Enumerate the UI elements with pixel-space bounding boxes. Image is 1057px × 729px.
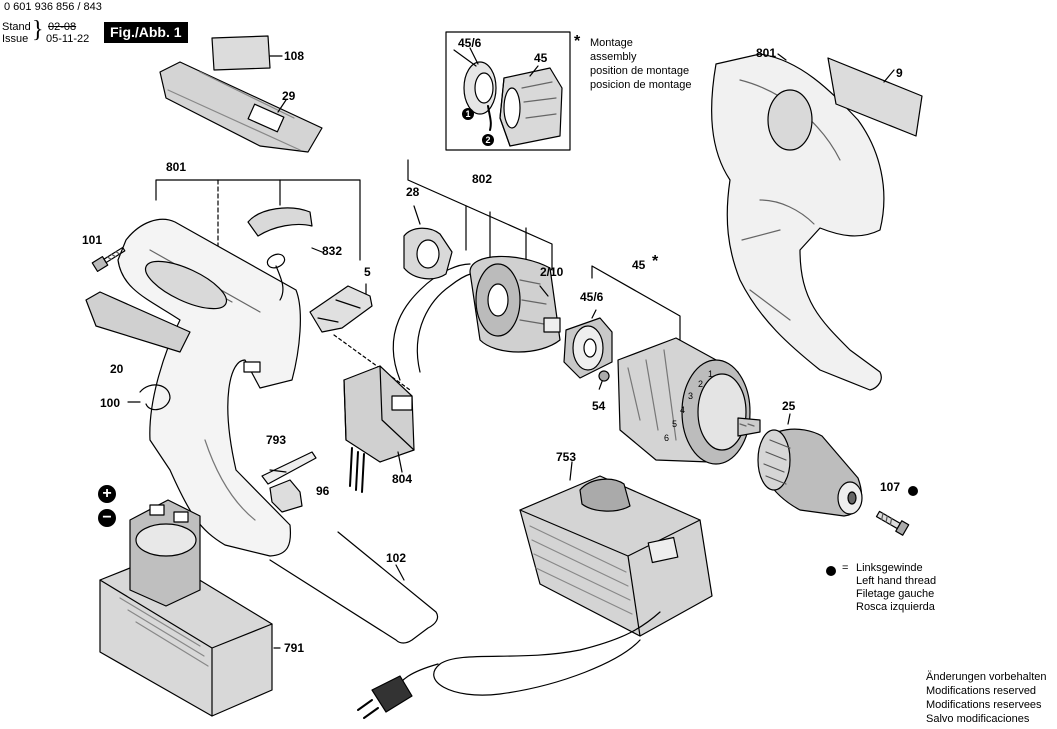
label-102: 102 — [386, 551, 407, 565]
label-29: 29 — [282, 89, 296, 103]
montage-line: posicion de montage — [590, 79, 692, 91]
legend-line: Filetage gauche — [856, 588, 935, 600]
legend-line: Left hand thread — [856, 575, 937, 587]
label-801-left: 801 — [166, 160, 187, 174]
part-793-ribbon — [261, 451, 317, 485]
motor-2-10 — [469, 255, 561, 353]
part-832-clip — [247, 207, 313, 237]
label-45-6: 45/6 — [580, 290, 604, 304]
bracket-45 — [591, 265, 681, 353]
label-45-inset: 45 — [534, 51, 548, 65]
label-804: 804 — [392, 472, 413, 486]
part-108-label-sheet — [211, 35, 271, 71]
left-hand-thread-marker-107 — [908, 482, 918, 500]
chuck-scale-number: 5 — [672, 419, 678, 429]
legend-equals: = — [842, 562, 849, 574]
inset-gearbox-45 — [499, 67, 563, 147]
brace-glyph: } — [32, 17, 44, 43]
inset-leader-45 — [529, 65, 539, 77]
wire-102 — [269, 531, 439, 644]
footer-line: Salvo modificaciones — [926, 713, 1030, 725]
switch-804 — [343, 365, 415, 493]
housing-right — [711, 53, 885, 391]
part-9-label-sheet — [827, 57, 923, 137]
part-100-clip — [139, 384, 171, 411]
montage-line: position de montage — [590, 65, 690, 77]
inset-leader-45-6 — [469, 47, 479, 65]
issue-label: Issue — [2, 33, 29, 45]
label-802: 802 — [472, 172, 493, 186]
label-832: 832 — [322, 244, 343, 258]
label-45: 45 — [632, 258, 646, 272]
label-28: 28 — [406, 185, 420, 199]
screw-107 — [875, 510, 910, 536]
label-20: 20 — [110, 362, 124, 376]
label-96: 96 — [316, 484, 330, 498]
charger-753 — [519, 461, 713, 637]
footer-note: Änderungen vorbehalten Modifications res… — [926, 670, 1046, 726]
part-29-cover — [159, 61, 323, 153]
label-791: 791 — [284, 641, 305, 655]
montage-line: Montage — [590, 37, 633, 49]
legend-text: Linksgewinde Left hand thread Filetage g… — [856, 562, 936, 614]
label-54: 54 — [592, 399, 606, 413]
chuck-scale-number: 1 — [708, 369, 714, 379]
footer-line: Änderungen vorbehalten — [926, 671, 1047, 683]
label-801-right: 801 — [756, 46, 777, 60]
chuck-scale-number: 2 — [698, 379, 704, 389]
part-20-grip — [85, 291, 191, 353]
label-108: 108 — [284, 49, 305, 63]
disc-45-6 — [563, 309, 613, 379]
label-5: 5 — [364, 265, 371, 279]
chuck-25 — [757, 413, 863, 517]
label-753: 753 — [556, 450, 577, 464]
battery-791 — [99, 499, 281, 717]
label-2-10: 2/10 — [540, 265, 564, 279]
thread-legend: = — [826, 562, 848, 580]
stand-label: Stand — [2, 21, 31, 33]
screw-101 — [91, 246, 126, 273]
montage-line: assembly — [590, 51, 637, 63]
inset-disc-45-6 — [453, 49, 497, 115]
label-45-6-inset: 45/6 — [458, 36, 482, 50]
minus-terminal-icon: − — [98, 509, 116, 527]
step-2-marker: 2 — [482, 134, 494, 146]
legend-dot-icon — [826, 566, 836, 576]
step-1-marker: 1 — [462, 108, 474, 120]
chuck-scale-number: 6 — [664, 433, 670, 443]
legend-line: Linksgewinde — [856, 562, 923, 574]
asterisk-marker-45: * — [652, 253, 659, 270]
stand-date: 02-08 — [48, 21, 77, 33]
document-number: 0 601 936 856 / 843 — [4, 1, 102, 13]
label-25: 25 — [782, 399, 796, 413]
part-96-clip — [269, 479, 303, 513]
figure-label: Fig./Abb. 1 — [104, 22, 188, 43]
asterisk-marker-note: * — [574, 33, 581, 50]
part-832-spring — [266, 253, 286, 301]
label-101: 101 — [82, 233, 103, 247]
plus-terminal-icon: + — [98, 485, 116, 503]
label-793: 793 — [266, 433, 287, 447]
bracket-802 — [407, 159, 553, 271]
legend-line: Rosca izquierda — [856, 601, 935, 613]
gearbox-45 — [617, 337, 761, 465]
label-100: 100 — [100, 396, 121, 410]
footer-line: Modifications reserved — [926, 685, 1037, 697]
power-plug — [371, 675, 413, 713]
bracket-801-left — [155, 179, 361, 261]
footer-line: Modifications reservees — [926, 699, 1042, 711]
chuck-scale-number: 4 — [680, 405, 686, 415]
issue-date: 05-11-22 — [46, 33, 90, 45]
montage-note: Montage assembly position de montage pos… — [590, 36, 692, 92]
label-107: 107 — [880, 480, 901, 494]
label-9: 9 — [896, 66, 903, 80]
part-5-slider — [309, 285, 373, 333]
inset-arrow — [487, 105, 492, 131]
screw-54 — [598, 370, 610, 390]
chuck-scale-number: 3 — [688, 391, 694, 401]
